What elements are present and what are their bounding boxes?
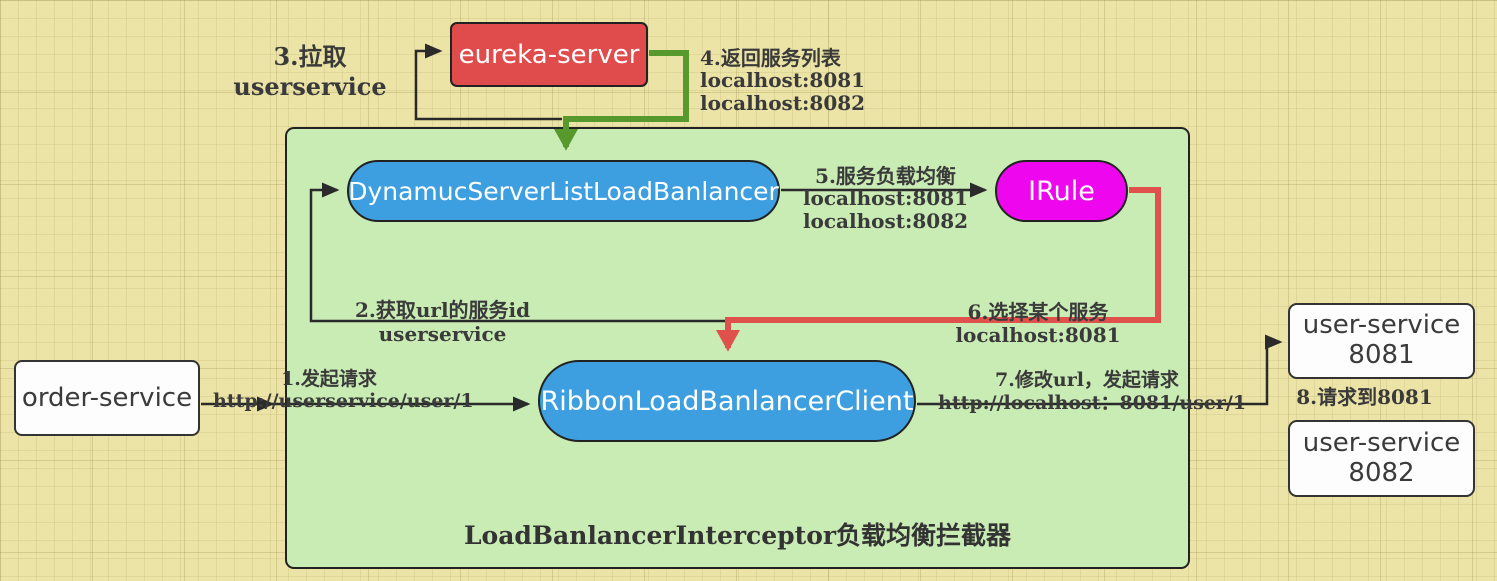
node-order-service: order-service [14,360,200,436]
label-step3-line2: userservice [233,72,387,101]
node-dynamic-server-list-load-balancer: DynamucServerListLoadBanlancer [347,160,780,222]
label-step2-line1: 2.获取url的服务id [355,298,531,322]
user-service-8081-port: 8081 [1348,340,1415,370]
node-order-service-label: order-service [21,383,193,413]
label-step7-line2: http://localhost：8081/user/1 [938,391,1247,414]
label-step2-line2: userservice [378,322,507,346]
node-user-service-8082: user-service 8082 [1288,420,1475,497]
label-step4-line1: 4.返回服务列表 [700,46,841,70]
label-step1-request: 1.发起请求 http://userservice/user/1 [213,368,474,413]
label-step7-line1: 7.修改url，发起请求 [995,369,1179,391]
node-irule-label: IRule [1028,175,1095,207]
label-step8-text: 8.请求到8081 [1296,385,1433,409]
node-user-service-8081: user-service 8081 [1288,303,1475,379]
user-service-8082-name: user-service [1302,427,1461,458]
node-irule: IRule [995,160,1128,222]
label-step6-line1: 6.选择某个服务 [967,300,1109,324]
node-ribbon-load-balancer-client: RibbonLoadBanlancerClient [538,360,916,442]
label-step4-line3: localhost:8082 [700,90,866,115]
label-step3-pull: 3.拉取 userservice [225,42,395,102]
label-step7-modify-url: 7.修改url，发起请求 http://localhost：8081/user/… [938,369,1247,415]
label-step5-line1: 5.服务负载均衡 [815,164,956,188]
label-step5-line3: localhost:8082 [802,208,969,233]
label-step3-line1: 3.拉取 [273,42,347,71]
user-service-8081-name: user-service [1302,310,1461,341]
label-step1-line1: 1.发起请求 [281,368,377,390]
label-step5-load-balance: 5.服务负载均衡 localhost:8081 localhost:8082 [798,164,973,233]
label-step6-line2: localhost:8081 [955,323,1121,347]
container-title: LoadBanlancerInterceptor负载均衡拦截器 [463,521,1012,550]
label-step4-return-list: 4.返回服务列表 localhost:8081 localhost:8082 [700,46,920,115]
node-dynamic-lb-label: DynamucServerListLoadBanlancer [348,176,779,206]
node-ribbon-label: RibbonLoadBanlancerClient [540,385,914,417]
label-step2-get-service-id: 2.获取url的服务id userservice [355,298,530,346]
user-service-8082-port: 8082 [1348,457,1415,488]
label-step4-line2: localhost:8081 [700,68,866,93]
label-step6-choose-service: 6.选择某个服务 localhost:8081 [953,301,1123,347]
label-step1-line2: http://userservice/user/1 [213,389,474,412]
label-step8-request-to-8081: 8.请求到8081 [1292,386,1437,409]
label-step5-line2: localhost:8081 [802,186,969,211]
node-eureka-server: eureka-server [450,22,648,87]
node-eureka-server-label: eureka-server [458,39,640,70]
